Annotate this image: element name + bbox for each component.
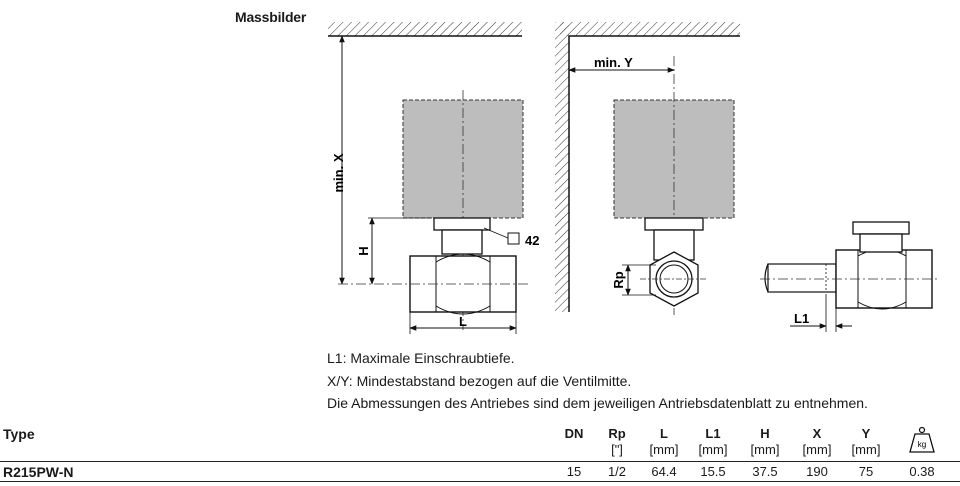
valve-body [409,255,517,313]
header-divider [0,461,960,462]
ceiling-hatch [328,22,522,36]
type-header: Type [3,426,35,442]
col-x: X[mm] [802,426,832,457]
col-rp: Rp["] [608,426,626,457]
cell-rp: 1/2 [607,464,627,479]
col-y: Y[mm] [851,426,881,457]
cell-dn: 15 [566,464,582,479]
col-dn: DN [564,426,584,441]
label-l1: L1 [794,311,809,326]
cell-weight: 0.38 [909,464,935,479]
label-h: H [356,246,371,255]
label-l: L [459,314,467,329]
spec-table: Type DN Rp["] L[mm] L1[mm] H[mm] X[mm] Y… [0,426,960,486]
side-view-drawing [555,22,740,315]
cell-y: 75 [858,464,874,479]
col-weight: kg [897,426,947,457]
label-42: 42 [525,233,539,248]
front-view-drawing [328,22,530,334]
wall-hatch [555,22,569,312]
installation-view-drawing [760,221,940,332]
svg-text:kg: kg [918,440,926,449]
col-l1: L1[mm] [698,426,728,457]
note-xy: X/Y: Mindestabstand bezogen auf die Vent… [327,373,632,389]
dimension-drawings: min. X H L 42 min. Y Rp L1 [328,22,940,334]
note-actuator: Die Abmessungen des Antriebes sind dem j… [327,395,868,411]
note-l1: L1: Maximale Einschraubtiefe. [327,350,515,366]
col-l: L[mm] [649,426,679,457]
cell-h: 37.5 [752,464,778,479]
col-h: H[mm] [750,426,780,457]
label-min-y: min. Y [594,55,633,70]
cell-l: 64.4 [651,464,677,479]
section-title: Massbilder [235,9,307,25]
cell-x: 190 [806,464,828,479]
weight-kg-icon: kg [909,426,935,453]
label-rp: Rp [611,271,626,288]
cell-l1: 15.5 [700,464,726,479]
label-min-x: min. X [331,153,346,192]
row-divider [0,481,960,482]
row-type: R215PW-N [3,464,74,480]
